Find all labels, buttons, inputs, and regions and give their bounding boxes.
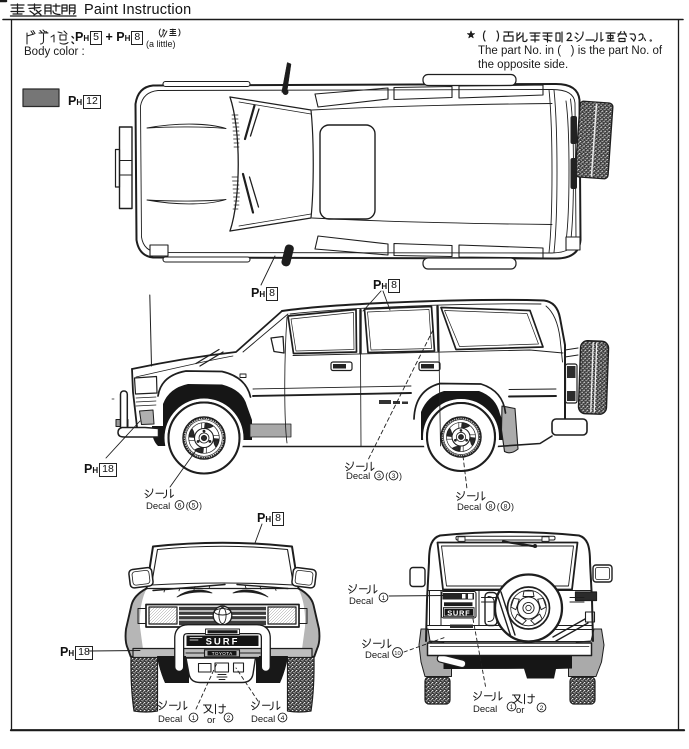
- svg-text:2: 2: [227, 715, 231, 722]
- svg-text:(: (: [497, 502, 500, 512]
- svg-text:6: 6: [178, 502, 182, 509]
- svg-text:1: 1: [510, 704, 514, 711]
- svg-text:3: 3: [377, 473, 381, 480]
- svg-text:8: 8: [489, 503, 493, 510]
- svg-text:SURF: SURF: [206, 637, 240, 648]
- svg-text:SURF: SURF: [447, 608, 470, 617]
- svg-text:(: (: [385, 471, 388, 481]
- svg-text:TOYOTA: TOYOTA: [212, 651, 233, 656]
- svg-text:4: 4: [281, 715, 285, 722]
- svg-text:10: 10: [394, 651, 400, 657]
- svg-text:): ): [399, 471, 402, 481]
- svg-text:5: 5: [192, 502, 196, 509]
- svg-text:1: 1: [192, 715, 196, 722]
- svg-text:(: (: [186, 501, 189, 511]
- svg-text:3: 3: [392, 473, 396, 480]
- svg-text:1: 1: [382, 595, 386, 602]
- svg-text:2: 2: [540, 705, 544, 712]
- svg-text:): ): [511, 502, 514, 512]
- svg-text:): ): [199, 501, 202, 511]
- svg-text:8: 8: [504, 503, 508, 510]
